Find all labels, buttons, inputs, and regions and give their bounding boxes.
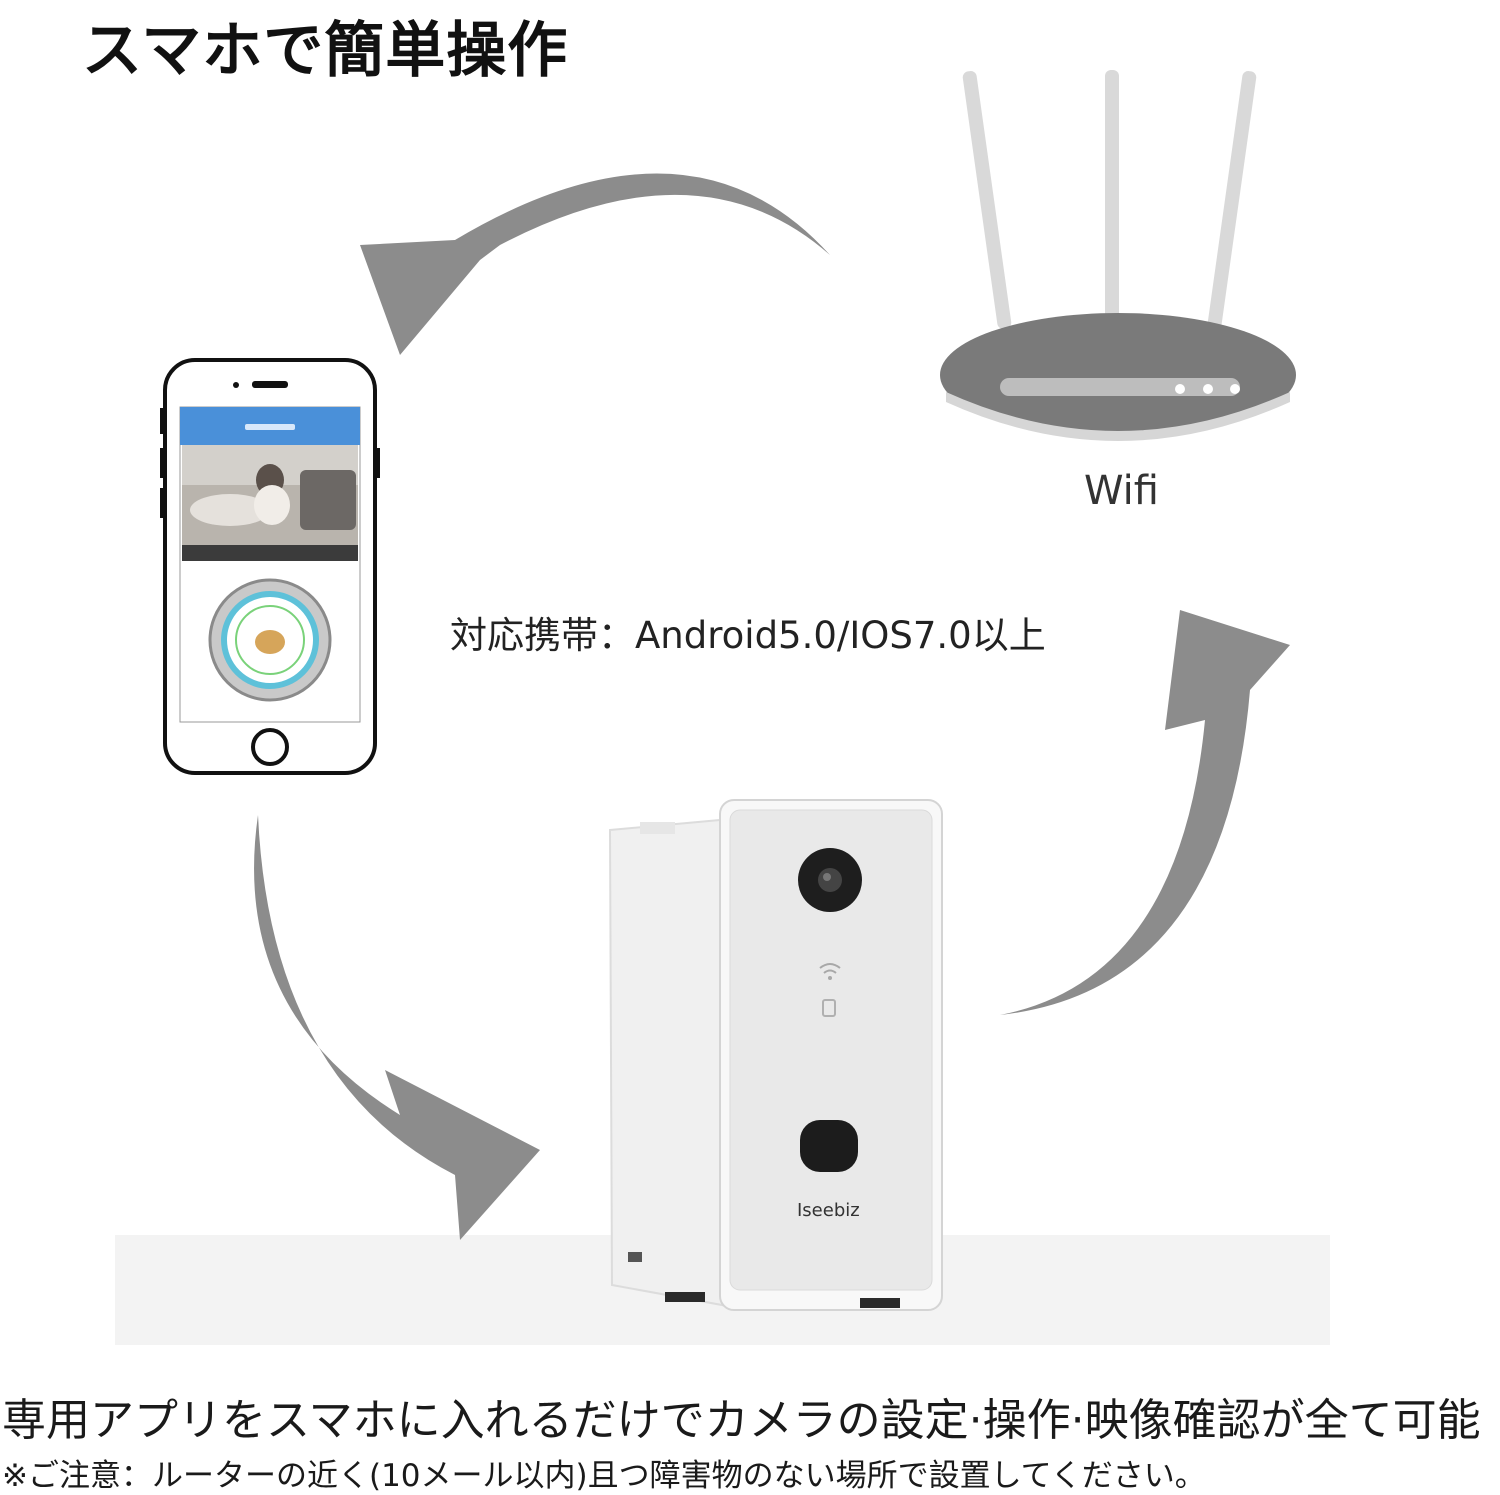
app-video-controls: [182, 545, 358, 561]
router-led-2: [1203, 384, 1213, 394]
phone-speaker: [252, 381, 288, 388]
router-base: [946, 392, 1290, 441]
device-brand-logo: Iseebiz: [797, 1200, 860, 1221]
router-led-3: [1230, 384, 1240, 394]
arrow-phone-to-device: [254, 815, 540, 1240]
router-led-1: [1175, 384, 1185, 394]
treat-camera-device: [608, 799, 943, 1311]
device-status-indicator: [822, 999, 836, 1017]
wifi-status-icon: [819, 963, 841, 969]
smartphone-illustration: [160, 358, 380, 775]
router-antenna-center: [1105, 70, 1119, 330]
router-wifi-label: Wifi: [1084, 468, 1159, 514]
router-body: [940, 313, 1296, 437]
phone-home-button: [251, 728, 289, 766]
arrow-router-to-phone: [360, 173, 830, 355]
feature-caption: 専用アプリをスマホに入れるだけでカメラの設定·操作·映像確認が全て可能: [2, 1395, 1481, 1446]
arrow-device-to-router: [1000, 610, 1290, 1015]
router-illustration: [940, 70, 1296, 441]
router-antenna-left: [962, 71, 1012, 329]
treat-icon: [255, 630, 285, 654]
phone-camera: [233, 382, 239, 388]
treat-dispenser-opening: [800, 1120, 858, 1172]
installation-note: ※ご注意：ルーターの近く(10メール以内)且つ障害物のない場所で設置してください…: [2, 1458, 1206, 1494]
page-title: スマホで簡単操作: [82, 16, 569, 86]
compatibility-text: 対応携帯：Android5.0/IOS7.0以上: [450, 614, 1046, 657]
device-side-panel: [608, 818, 724, 1307]
router-antenna-right: [1207, 71, 1257, 329]
